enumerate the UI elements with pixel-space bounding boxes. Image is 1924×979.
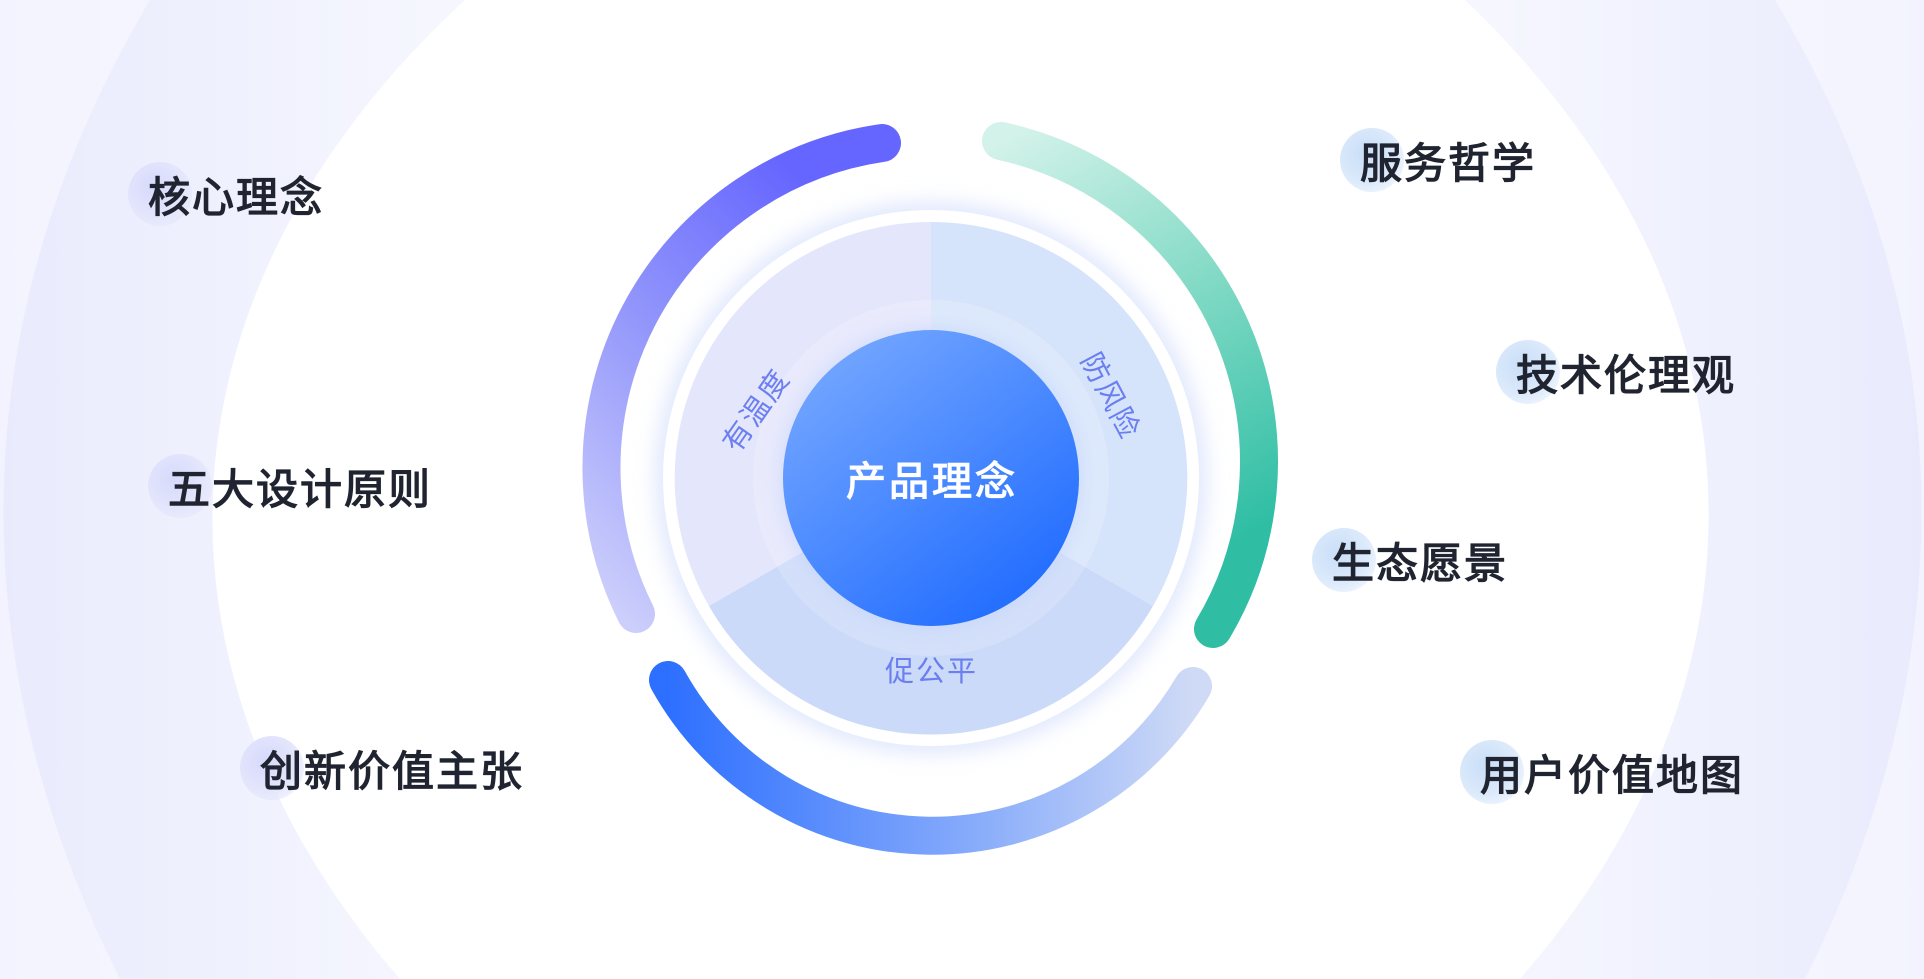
item-innovation-value: 创新价值主张 [240,736,524,800]
item-user-value-map: 用户价值地图 [1460,740,1744,804]
bullet-dot-icon [1340,128,1404,192]
item-five-principles: 五大设计原则 [148,454,432,518]
item-core-concept: 核心理念 [128,162,324,226]
bullet-dot-icon [240,736,304,800]
item-label: 创新价值主张 [260,746,525,796]
background-band-left [0,0,465,979]
item-label: 用户价值地图 [1480,750,1745,800]
bullet-dot-icon [1460,740,1524,804]
bullet-dot-icon [128,162,192,226]
item-label: 核心理念 [148,172,325,222]
center-label: 产品理念 [846,459,1018,505]
segment-label-fair: 促公平 [885,654,979,688]
item-ecosystem-vision: 生态愿景 [1312,528,1508,592]
green-arc [982,122,1279,648]
blue-arc [649,661,1212,855]
center-circle [783,330,1079,626]
purple-arc [582,124,901,633]
item-service-philosophy: 服务哲学 [1340,128,1536,192]
item-label: 技术伦理观 [1516,350,1737,400]
bullet-dot-icon [1496,340,1560,404]
background-band-right [1465,0,1924,979]
item-tech-ethics: 技术伦理观 [1496,340,1736,404]
item-label: 服务哲学 [1360,138,1537,188]
bullet-dot-icon [1312,528,1376,592]
item-label: 五大设计原则 [168,464,433,514]
bullet-dot-icon [148,454,212,518]
item-label: 生态愿景 [1332,538,1509,588]
